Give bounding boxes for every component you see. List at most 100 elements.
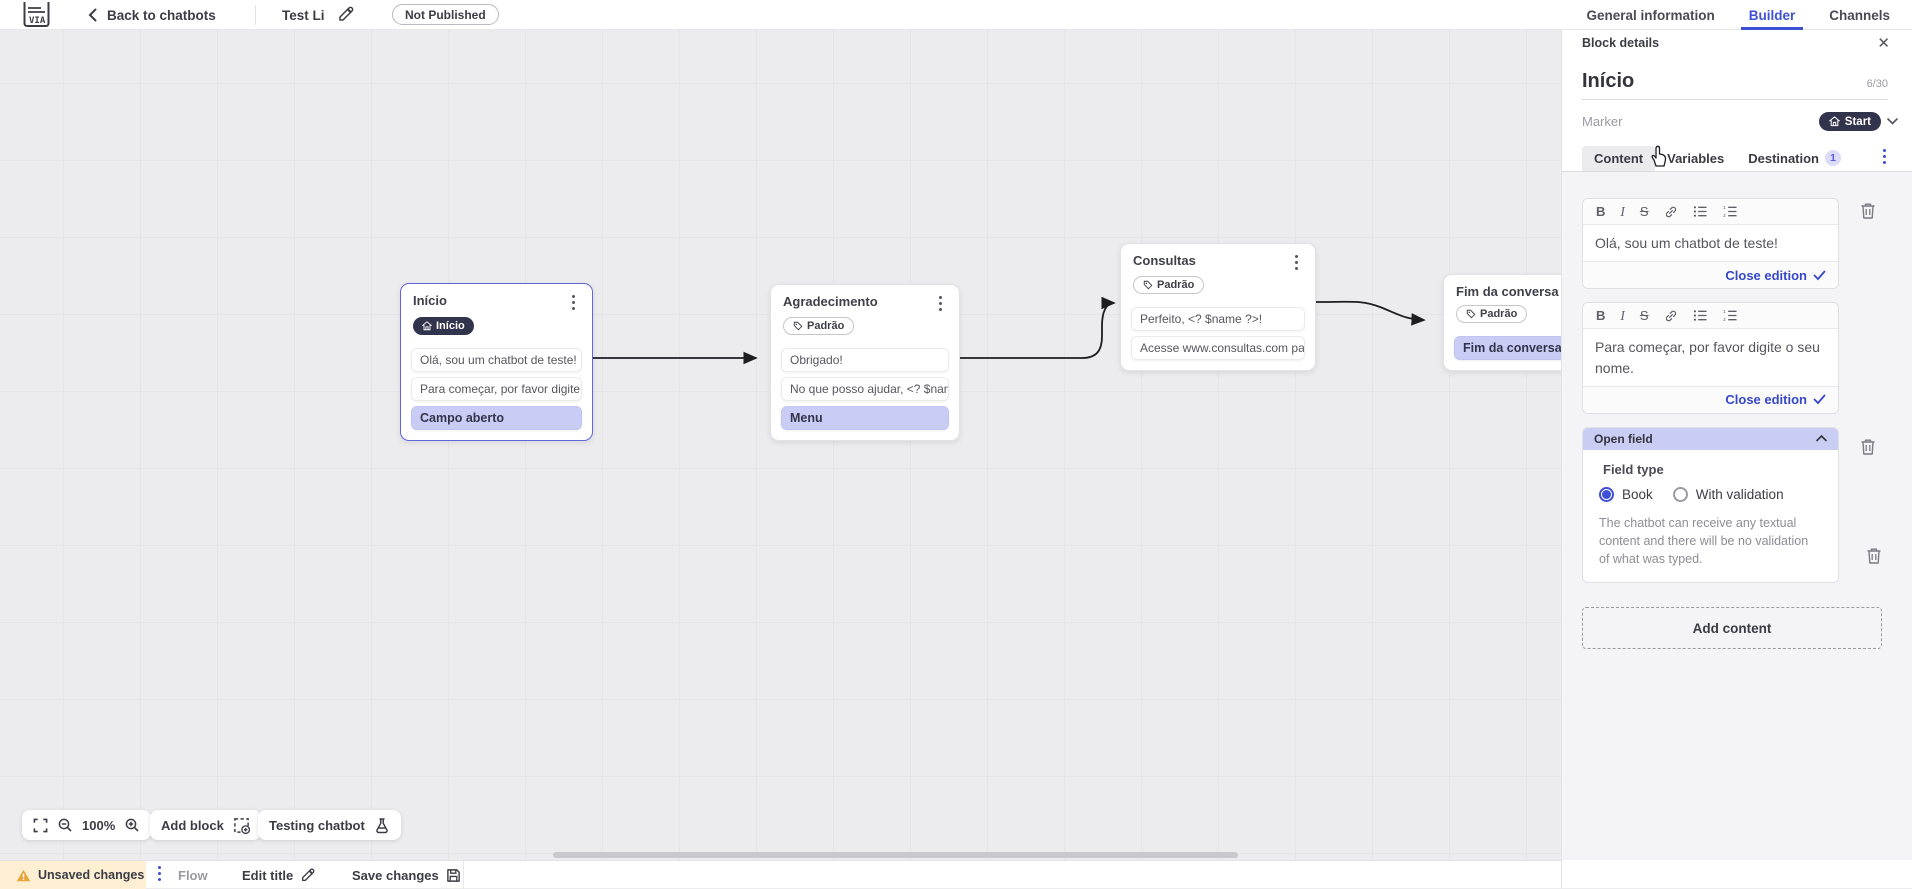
block-item-message[interactable]: Perfeito, <? $name ?>!	[1131, 307, 1305, 331]
chatbot-title[interactable]: Test Li	[282, 7, 325, 23]
strikethrough-icon[interactable]: S	[1639, 204, 1649, 219]
warning-icon	[16, 869, 31, 881]
zoom-controls: 100%	[22, 810, 152, 840]
home-icon	[1828, 116, 1840, 127]
open-field-header[interactable]: Open field	[1583, 427, 1838, 450]
save-icon	[446, 868, 460, 882]
add-block-icon	[233, 817, 250, 834]
italic-icon[interactable]: I	[1620, 203, 1625, 219]
panel-title: Block details	[1582, 36, 1660, 50]
delete-open-field-icon[interactable]	[1866, 547, 1882, 565]
edit-title-button[interactable]: Edit title	[242, 861, 315, 889]
panel-tab-content[interactable]: Content	[1582, 145, 1656, 171]
zoom-in-icon[interactable]	[124, 817, 140, 833]
flow-block-agradecimento[interactable]: Agradecimento Padrão Obrigado! No que po…	[770, 284, 960, 441]
back-to-chatbots-button[interactable]: Back to chatbots	[88, 0, 216, 30]
flow-label[interactable]: Flow	[178, 867, 208, 883]
italic-icon[interactable]: I	[1620, 307, 1625, 323]
message-text[interactable]: Olá, sou um chatbot de teste!	[1595, 235, 1778, 251]
block-item-open-field[interactable]: Campo aberto	[411, 406, 582, 430]
bottom-menu-icon[interactable]	[152, 866, 166, 881]
block-item-menu[interactable]: Menu	[781, 406, 949, 430]
block-menu-icon[interactable]	[566, 293, 580, 310]
numbered-list-icon[interactable]: 12	[1723, 309, 1738, 322]
block-item-message[interactable]: Para começar, por favor digite o ...	[411, 377, 582, 401]
save-changes-button[interactable]: Save changes	[352, 861, 461, 889]
block-title: Início	[413, 293, 447, 308]
start-marker-badge: Início	[413, 317, 474, 335]
close-edition-button[interactable]: Close edition	[1725, 392, 1807, 408]
padrao-tag-badge: Padrão	[1456, 305, 1528, 323]
marker-label: Marker	[1582, 114, 1623, 129]
zoom-out-icon[interactable]	[57, 817, 73, 833]
fit-screen-icon[interactable]	[33, 818, 48, 833]
flask-icon	[376, 817, 388, 833]
testing-chatbot-label: Testing chatbot	[269, 817, 365, 833]
radio-with-validation[interactable]: With validation	[1672, 486, 1784, 502]
tag-icon	[1466, 309, 1476, 319]
block-item-message[interactable]: No que posso ajudar, <? $name ...	[781, 377, 949, 401]
add-content-button[interactable]: Add content	[1582, 607, 1882, 650]
tab-general-information[interactable]: General information	[1586, 7, 1715, 23]
pencil-icon	[302, 868, 315, 881]
block-item-message[interactable]: Olá, sou um chatbot de teste!	[411, 348, 582, 372]
tab-builder[interactable]: Builder	[1740, 0, 1803, 30]
block-menu-icon[interactable]	[933, 294, 947, 311]
chevron-left-icon	[88, 8, 97, 22]
delete-message-icon[interactable]	[1860, 438, 1876, 456]
link-icon[interactable]	[1664, 205, 1678, 219]
open-field-help-text: The chatbot can receive any textual cont…	[1599, 515, 1809, 567]
block-title: Agradecimento	[783, 294, 878, 309]
app-logo: VIA	[23, 2, 50, 27]
block-title: Consultas	[1133, 253, 1196, 268]
chevron-down-icon[interactable]	[1887, 118, 1898, 125]
radio-book[interactable]: Book	[1599, 486, 1653, 502]
bottom-status-bar: Unsaved changes Flow Edit title Save cha…	[0, 860, 1561, 889]
svg-text:1: 1	[1723, 205, 1726, 210]
panel-tab-destination[interactable]: Destination 1	[1736, 145, 1853, 171]
marker-start-badge[interactable]: Start	[1818, 112, 1881, 131]
link-icon[interactable]	[1664, 309, 1678, 323]
bottom-bar-divider	[463, 861, 464, 889]
flow-block-consultas[interactable]: Consultas Padrão Perfeito, <? $name ?>! …	[1120, 243, 1316, 371]
block-item-message[interactable]: Obrigado!	[781, 348, 949, 372]
edit-title-pencil-icon[interactable]	[337, 6, 354, 23]
bullet-list-icon[interactable]	[1693, 309, 1708, 322]
bold-icon[interactable]: B	[1596, 308, 1606, 324]
horizontal-scrollbar[interactable]	[553, 852, 1238, 858]
svg-text:1: 1	[1723, 309, 1726, 314]
panel-tabs-menu-icon[interactable]	[1883, 149, 1886, 164]
zoom-level: 100%	[82, 817, 116, 833]
strikethrough-icon[interactable]: S	[1639, 308, 1649, 324]
destination-count-badge: 1	[1825, 150, 1842, 166]
padrao-tag-badge: Padrão	[783, 317, 855, 335]
add-block-label: Add block	[161, 817, 224, 833]
radio-unselected-icon[interactable]	[1672, 486, 1688, 502]
block-menu-icon[interactable]	[1289, 253, 1303, 270]
close-edition-button[interactable]: Close edition	[1725, 267, 1807, 283]
flow-block-inicio[interactable]: Início Início Olá, sou um chatbot de tes…	[400, 283, 593, 441]
tab-channels[interactable]: Channels	[1829, 7, 1890, 23]
svg-text:VIA: VIA	[29, 16, 46, 26]
message-text[interactable]: Para começar, por favor digite o seu nom…	[1595, 339, 1820, 376]
back-label: Back to chatbots	[107, 7, 216, 23]
status-badge: Not Published	[392, 4, 499, 25]
header-divider	[255, 5, 256, 25]
home-icon	[422, 321, 432, 331]
block-item-message[interactable]: Acesse www.consultas.com par...	[1131, 336, 1305, 360]
close-panel-icon[interactable]: ✕	[1877, 34, 1890, 52]
block-name-input[interactable]: Início	[1582, 70, 1635, 92]
testing-chatbot-button[interactable]: Testing chatbot	[258, 810, 401, 840]
panel-tab-variables[interactable]: Variables	[1667, 150, 1725, 166]
chevron-up-icon[interactable]	[1816, 435, 1827, 442]
delete-message-icon[interactable]	[1860, 202, 1876, 220]
bullet-list-icon[interactable]	[1693, 205, 1708, 218]
field-type-label: Field type	[1603, 461, 1664, 477]
name-input-underline	[1582, 99, 1888, 100]
numbered-list-icon[interactable]: 12	[1723, 205, 1738, 218]
radio-selected-icon[interactable]	[1599, 486, 1614, 502]
add-block-button[interactable]: Add block	[150, 810, 261, 840]
bold-icon[interactable]: B	[1596, 204, 1606, 219]
